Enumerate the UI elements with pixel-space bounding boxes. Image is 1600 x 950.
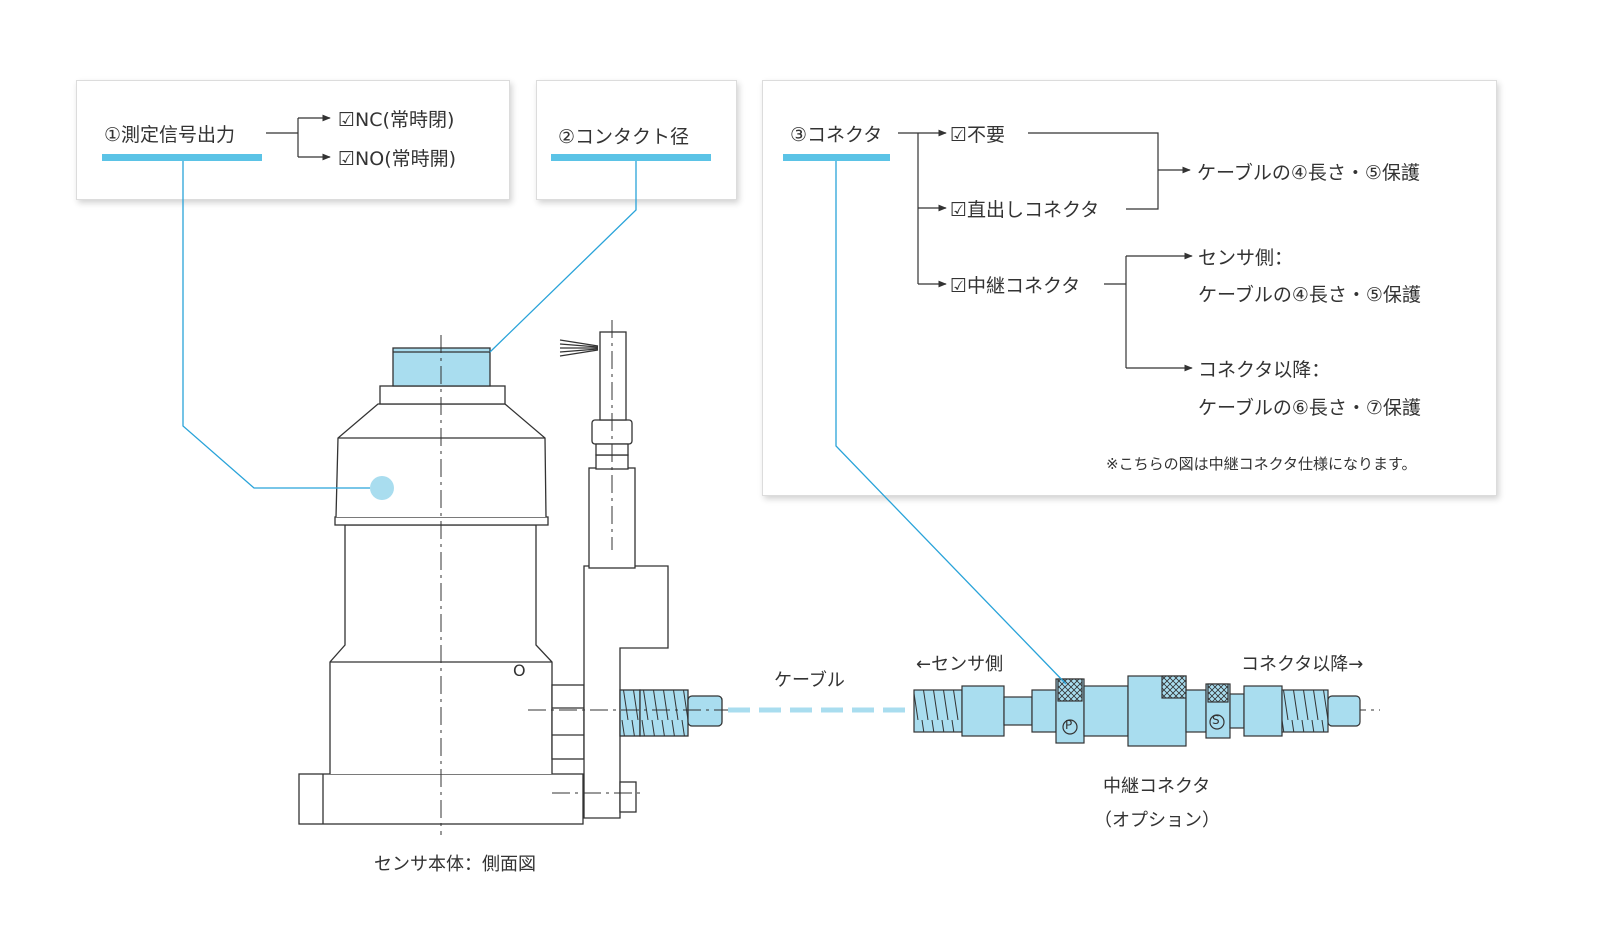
option-caption: （オプション）	[1094, 810, 1220, 831]
contact-diameter-label: ②コンタクト径	[558, 126, 690, 148]
option-no-label: NO(常時開)	[355, 148, 457, 170]
after-connector-label: コネクタ以降→	[1241, 654, 1364, 675]
result-common: ケーブルの④長さ・⑤保護	[1197, 162, 1420, 184]
check-box-icon: ☑	[950, 199, 968, 221]
option-no: ☑NO(常時開)	[338, 144, 456, 171]
after-connector-title: コネクタ以降：	[1198, 359, 1331, 381]
port-s-label: S	[1212, 713, 1220, 727]
sensor-side-label: ←センサ側	[916, 654, 1004, 675]
option-nc-label: NC(常時閉)	[355, 109, 455, 131]
connector-panel	[762, 80, 1497, 496]
check-box-icon: ☑	[338, 109, 356, 131]
signal-output-underline	[102, 154, 262, 161]
sensor-body-caption: センサ本体：側面図	[374, 854, 536, 875]
port-p-label: P	[1065, 718, 1073, 732]
cable-label: ケーブル	[774, 670, 845, 691]
sensor-side-detail: ケーブルの④長さ・⑤保護	[1198, 284, 1421, 306]
check-box-icon: ☑	[950, 275, 968, 297]
check-box-icon: ☑	[950, 124, 968, 146]
connector-label: ③コネクタ	[790, 124, 883, 146]
signal-output-label: ①測定信号出力	[104, 124, 236, 146]
after-connector-detail: ケーブルの⑥長さ・⑦保護	[1198, 397, 1421, 419]
relay-connector	[913, 675, 1361, 747]
option-none-label: 不要	[967, 124, 1006, 146]
signal-output-marker	[370, 476, 394, 500]
option-nc: ☑NC(常時閉)	[338, 105, 454, 132]
connector-option-tree	[898, 129, 1193, 372]
diagram-note: ※こちらの図は中継コネクタ仕様になります。	[1106, 455, 1417, 473]
leader-lines	[182, 161, 1067, 685]
relay-connector-label: 中継コネクタ	[1103, 776, 1211, 797]
option-relay: ☑中継コネクタ	[950, 271, 1080, 298]
connector-underline	[783, 154, 890, 161]
option-direct: ☑直出しコネクタ	[950, 195, 1099, 222]
check-box-icon: ☑	[338, 148, 356, 170]
signal-output-panel	[76, 80, 510, 200]
cable-outlet	[551, 331, 723, 819]
spray-lines	[559, 339, 599, 357]
contact-diameter-underline	[551, 154, 711, 161]
option-relay-label: 中継コネクタ	[967, 275, 1081, 297]
port-o-label: O	[513, 661, 526, 680]
option-none: ☑不要	[950, 120, 1005, 147]
signal-output-arrows	[266, 114, 331, 161]
option-direct-label: 直出しコネクタ	[967, 199, 1100, 221]
sensor-side-title: センサ側：	[1198, 247, 1294, 269]
